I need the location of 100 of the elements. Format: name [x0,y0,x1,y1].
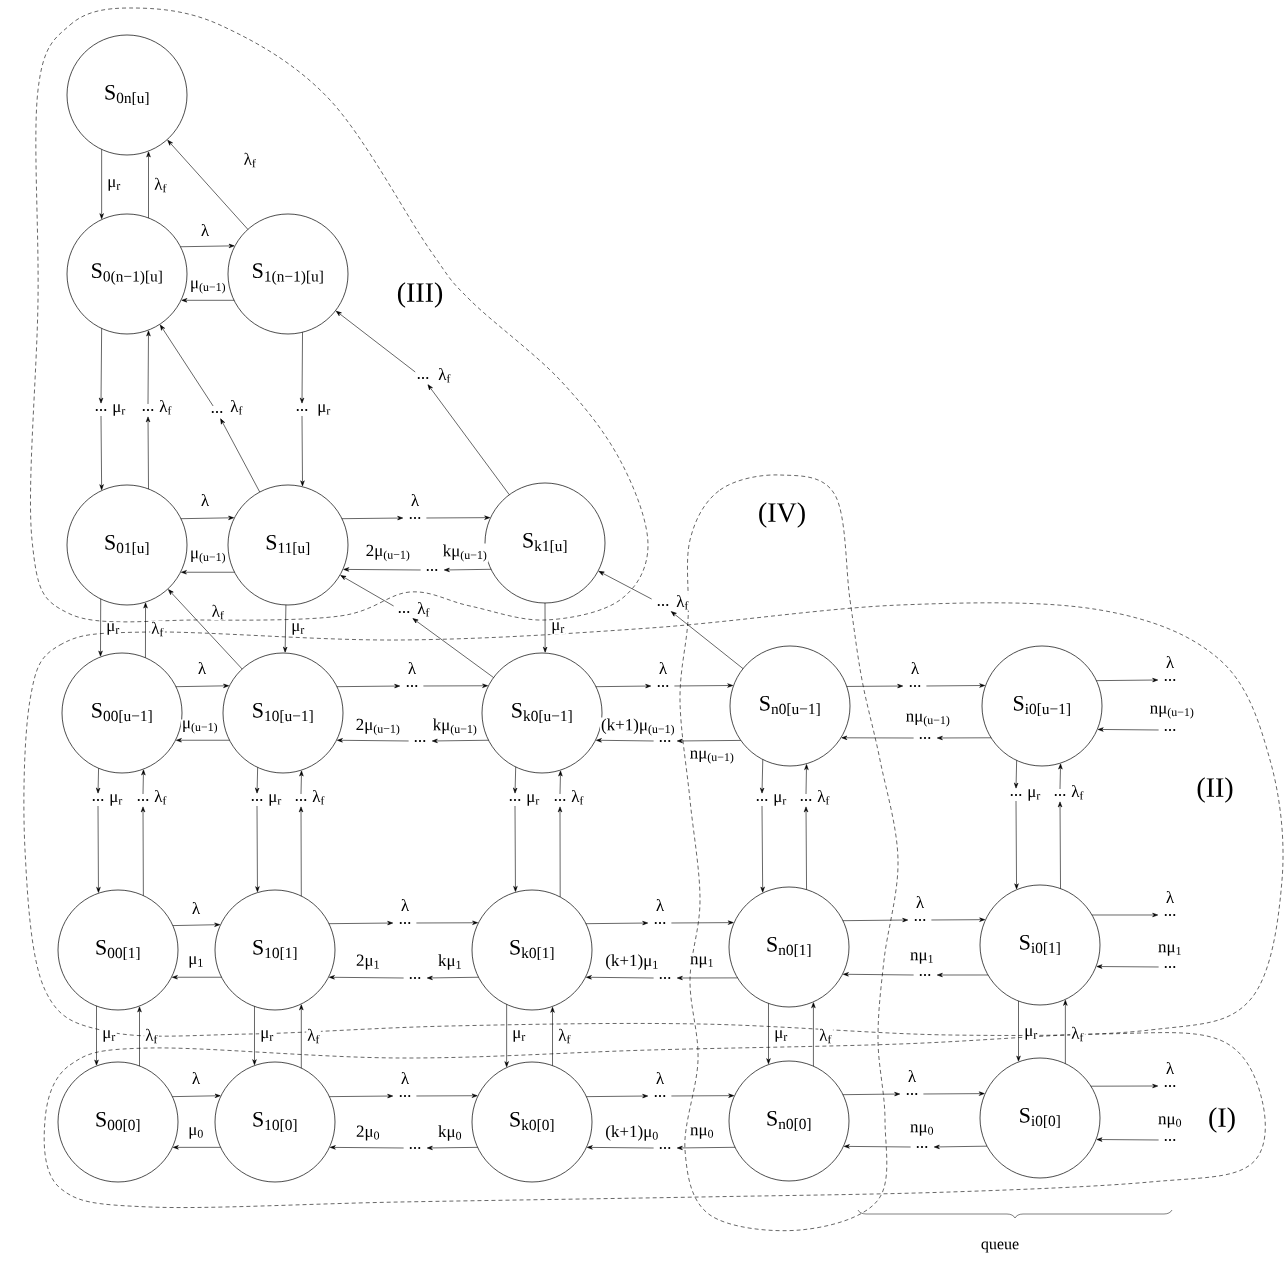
arrow [443,567,492,573]
edge-label: λ$_{f}$ [242,151,258,169]
edge-label: μ$_{r}$ [773,1029,789,1043]
arrow [760,805,765,893]
arrow [1014,760,1019,789]
arrow [1063,999,1068,1064]
ellipsis: ... [909,685,921,687]
arrow [671,1093,735,1098]
ellipsis: ... [657,604,669,606]
arrow [329,1145,404,1150]
arrow [1090,1083,1159,1089]
edge-label: λ [906,1069,918,1083]
edge-label: λ$_{f}$ [675,594,690,611]
arrow [335,310,416,373]
edge-label: λ$_{f}$ [229,399,244,416]
arrow [558,770,563,795]
edge-label: λ [190,1071,202,1085]
ellipsis: ... [409,1147,421,1149]
arrow [543,602,548,653]
edge-label: μ$_{(u−1)}$ [188,279,228,295]
arrow [760,759,765,794]
arrow [677,975,738,981]
edge-label: λ [1164,890,1176,904]
arrow [1096,964,1159,969]
ellipsis: ... [659,740,671,742]
arrow [426,515,491,520]
edge-label: λ$_{f}$ [311,789,326,806]
arrow [99,415,104,491]
arrow [841,735,914,740]
arrow [677,1145,736,1151]
edge-label: μ$_{r}$ [105,622,121,636]
arrow [842,1091,901,1097]
region-label: (II) [1197,777,1233,803]
arrow [336,683,401,689]
arrow [180,515,234,520]
edge-label: μ$_{r}$ [772,793,788,807]
edge-label: λ [654,898,666,912]
arrow [298,806,304,897]
arrow [329,1093,394,1099]
edge-label: λ [190,901,202,915]
ellipsis: ... [659,1147,671,1149]
ellipsis: ... [409,977,421,979]
arrow [937,735,992,741]
arrow [1096,677,1159,683]
arrow [426,975,479,981]
ellipsis: ... [914,919,926,921]
arrow [140,806,146,896]
ellipsis: ... [1164,729,1176,731]
edge-label: λ$_{f}$ [210,603,226,621]
edge-label: μ$_{r}$ [1026,788,1042,802]
edge-label: λ [196,661,208,675]
edge-label: 2μ$_{1}$ [354,953,382,971]
arrow [181,570,235,575]
edge-label: λ$_{f}$ [818,1027,833,1045]
arrow [98,598,103,657]
edge-label: μ$_{r}$ [511,1029,527,1043]
region-label: (IV) [759,502,805,528]
edge-label: λ$_{f}$ [557,1027,572,1045]
ellipsis: ... [657,685,669,687]
arrow [585,920,649,926]
arrow [96,767,101,794]
arrow [299,331,305,404]
arrow [842,917,909,923]
ellipsis: ... [137,799,149,801]
edge-label: λ [409,493,421,507]
arrow [172,922,221,927]
edge-label: (k+1)μ$_{(u−1)}$ [600,717,677,737]
ellipsis: ... [296,409,308,411]
edge-label: nμ$_{0}$ [1157,1115,1184,1129]
edge-label: nμ$_{1}$ [1157,943,1184,957]
arrow [141,769,146,795]
arrow [846,683,904,689]
edge-label: λ$_{f}$ [153,789,168,806]
edge-label: nμ$_{1}$ [688,955,716,969]
arrow [844,1144,911,1149]
arrow [513,805,518,892]
edge-label: λ$_{f}$ [1070,784,1085,801]
arrow [172,1093,221,1098]
arrow [811,1002,816,1067]
arrow [173,1145,221,1150]
ellipsis: ... [426,569,438,571]
edge-label: λ$_{f}$ [437,367,452,384]
arrow [937,972,989,978]
arrow [255,805,260,893]
brace-label: queue [981,1241,1019,1253]
arrow [145,416,151,490]
arrow [674,683,734,688]
arrow [504,1004,509,1068]
edge-label: nμ$_{0}$ [908,1123,936,1137]
edge-label: λ [654,1071,666,1085]
ellipsis: ... [417,377,429,379]
edge-label: λ [399,1071,411,1085]
edge-label: λ [1164,655,1176,669]
arrow [172,975,222,980]
edge-label: μ$_{r}$ [101,1029,117,1043]
ellipsis: ... [654,922,666,924]
edge-label: kμ$_{(u−1)}$ [431,717,479,737]
arrow [431,738,489,744]
edge-label: kμ$_{1}$ [436,953,464,971]
arrow [804,764,809,795]
